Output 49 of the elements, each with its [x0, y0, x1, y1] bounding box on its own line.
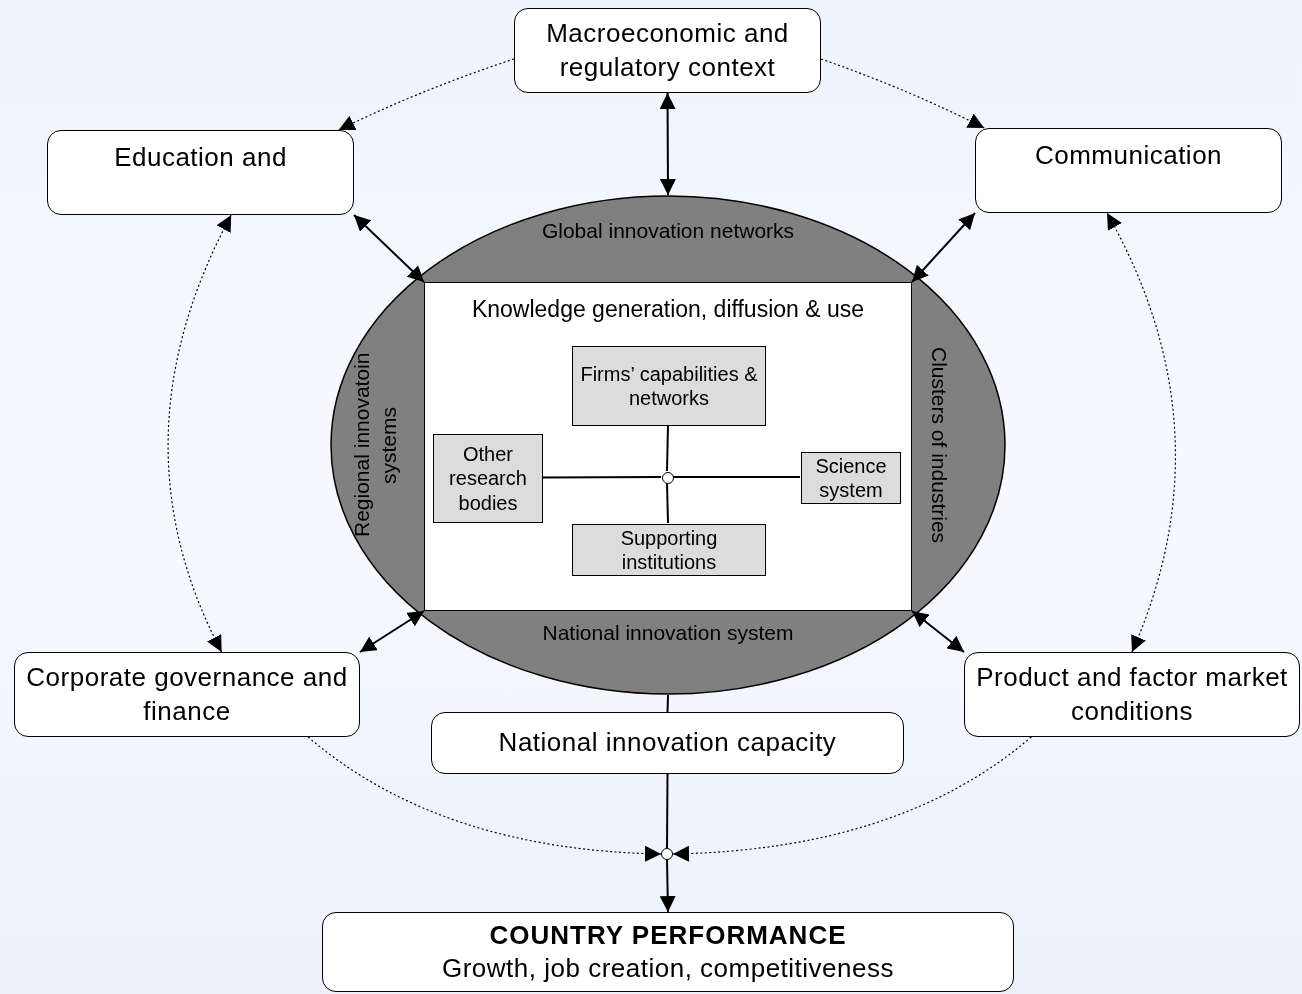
connector-line	[666, 424, 669, 472]
rounded-box	[964, 652, 1300, 737]
node-label: Other research bodies	[448, 441, 528, 516]
double-arrow	[911, 610, 965, 653]
rounded-box	[431, 712, 904, 774]
double-arrow	[359, 610, 425, 653]
band-label: Clusters of industries	[927, 345, 953, 546]
junction-circle	[661, 848, 673, 860]
dotted-arrow	[672, 736, 1032, 862]
process-box	[801, 452, 901, 504]
dotted-arrow	[820, 58, 985, 129]
process-box	[572, 524, 766, 576]
process-box	[572, 346, 766, 426]
dotted-arrow	[307, 736, 662, 862]
rounded-box	[514, 8, 821, 93]
arrow	[659, 859, 676, 913]
dotted-double-arrow	[167, 214, 232, 653]
double-arrow	[911, 212, 976, 283]
node-label: Communication	[1034, 139, 1223, 172]
double-arrow	[659, 92, 676, 196]
node-label: Product and factor market conditions	[975, 661, 1289, 728]
node-label: National innovation capacity	[498, 726, 837, 760]
connector-line	[666, 773, 669, 849]
band-label: National innovation system	[541, 620, 795, 646]
double-arrow	[353, 214, 425, 283]
connector-line	[666, 694, 669, 713]
rounded-box	[47, 130, 354, 215]
connector-line	[541, 476, 662, 479]
band-label: Global innovation networks	[540, 218, 796, 244]
panel-title: Knowledge generation, diffusion & use	[470, 295, 866, 324]
band-label: Regional innovatoin systems	[349, 351, 402, 540]
node-label: Science system	[814, 453, 888, 503]
node-label: Education and	[114, 141, 287, 174]
connector-line	[666, 482, 669, 524]
content-panel	[424, 282, 912, 611]
dotted-double-arrow	[1106, 212, 1176, 653]
connector-line	[672, 476, 801, 478]
node-label: Macroeconomic and regulatory context	[545, 17, 790, 84]
node-label: Firms’ capabilities & networks	[579, 361, 759, 411]
node-label: COUNTRY PERFORMANCE	[489, 918, 847, 952]
junction-circle	[662, 472, 674, 484]
node-label: Corporate governance and finance	[25, 661, 349, 728]
rounded-box	[975, 128, 1282, 213]
node-label: Supporting institutions	[619, 525, 719, 575]
process-box	[433, 434, 543, 523]
rounded-box	[322, 912, 1014, 992]
dotted-arrow	[338, 58, 515, 131]
rounded-box	[14, 652, 360, 737]
node-subtitle: Growth, job creation, competitiveness	[441, 952, 894, 985]
